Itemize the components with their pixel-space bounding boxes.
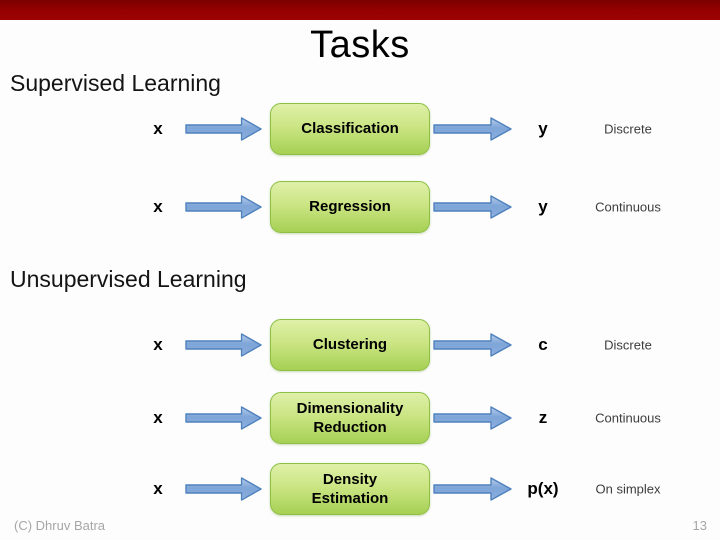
input-variable-label: x <box>153 408 163 427</box>
flow-arrow-icon <box>433 405 513 431</box>
output-type-label: Discrete <box>604 121 652 137</box>
task-box-classification: Classification <box>270 103 430 155</box>
output-type-label: Continuous <box>595 410 661 426</box>
flow-arrow-icon <box>185 476 263 502</box>
page-number: 13 <box>692 518 707 533</box>
task-box-density-estimation: Density Estimation <box>270 463 430 515</box>
input-variable-label: x <box>153 119 163 138</box>
flow-arrow-icon <box>185 194 263 220</box>
task-box-label: Clustering <box>312 336 388 354</box>
output-type-label: On simplex <box>595 481 661 497</box>
flow-row-regression: x Regression y Continuous <box>0 181 720 233</box>
task-box-dimensionality-reduction: Dimensionality Reduction <box>270 392 430 444</box>
task-box-label: Regression <box>309 198 391 216</box>
flow-arrow-icon <box>185 116 263 142</box>
task-box-regression: Regression <box>270 181 430 233</box>
task-box-label: Density Estimation <box>311 470 389 508</box>
input-variable-label: x <box>153 335 163 354</box>
flow-arrow-icon <box>185 332 263 358</box>
flow-arrow-icon <box>185 405 263 431</box>
footer-attribution: (C) Dhruv Batra <box>14 518 106 533</box>
flow-row-clustering: x Clustering c Discrete <box>0 319 720 371</box>
output-variable-label: y <box>538 197 548 216</box>
task-box-label: Classification <box>301 120 399 138</box>
slide-title: Tasks <box>310 24 410 66</box>
flow-arrow-icon <box>433 194 513 220</box>
flow-row-density-estimation: x Density Estimation p(x) On simplex <box>0 463 720 515</box>
flow-arrow-icon <box>433 116 513 142</box>
task-box-clustering: Clustering <box>270 319 430 371</box>
output-type-label: Continuous <box>595 199 661 215</box>
output-type-label: Discrete <box>604 337 652 353</box>
flow-row-dimensionality-reduction: x Dimensionality Reduction z Continuous <box>0 392 720 444</box>
output-variable-label: z <box>538 408 548 427</box>
flow-row-classification: x Classification y Discrete <box>0 103 720 155</box>
top-accent-bar <box>0 0 720 20</box>
output-variable-label: c <box>538 335 548 354</box>
flow-arrow-icon <box>433 476 513 502</box>
output-variable-label: p(x) <box>527 479 559 498</box>
flow-arrow-icon <box>433 332 513 358</box>
section-heading-unsupervised: Unsupervised Learning <box>10 266 247 292</box>
task-box-label: Dimensionality Reduction <box>296 399 404 437</box>
output-variable-label: y <box>538 119 548 138</box>
section-heading-supervised: Supervised Learning <box>10 70 221 96</box>
input-variable-label: x <box>153 197 163 216</box>
input-variable-label: x <box>153 479 163 498</box>
